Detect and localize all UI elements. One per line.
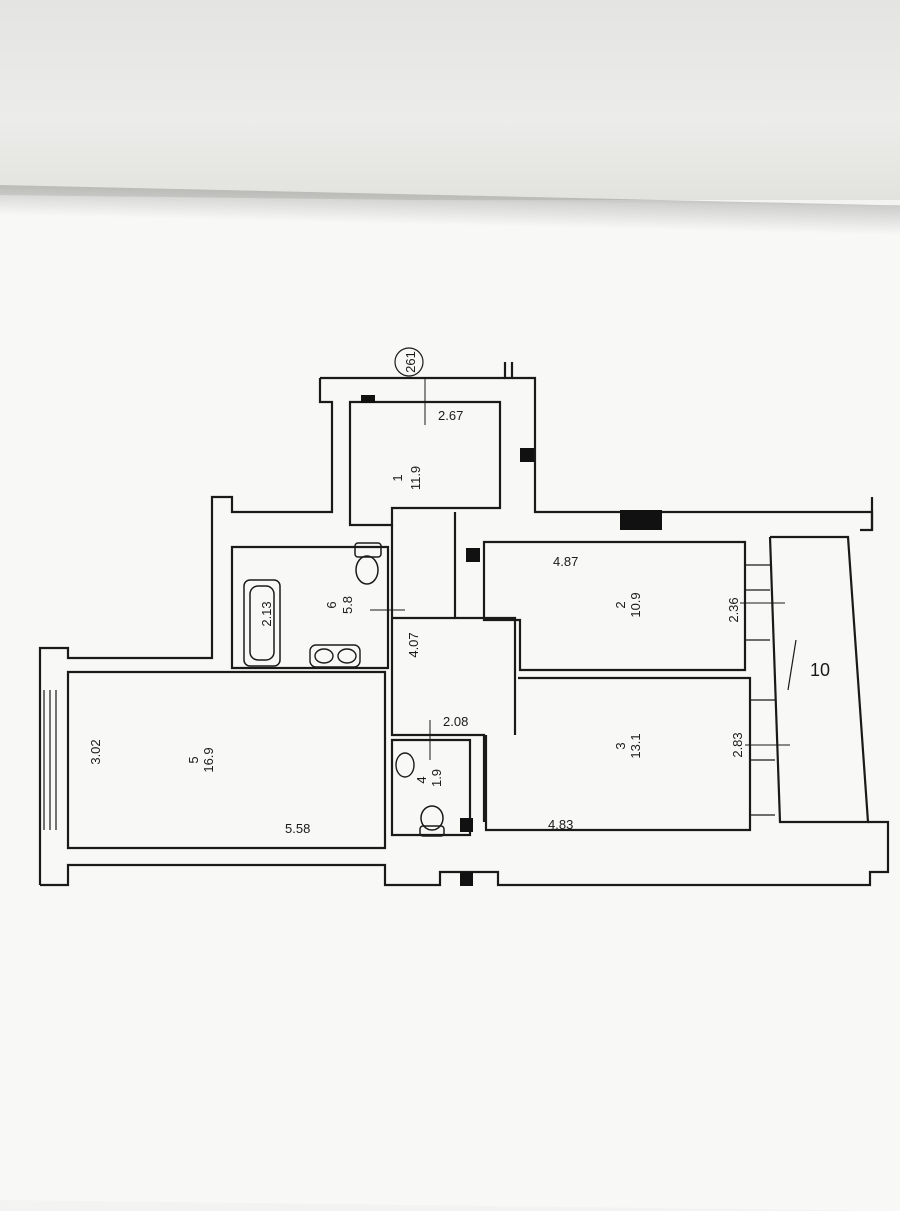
room-5-dimension-b: 5.58 xyxy=(285,821,310,836)
room-1-number: 1 xyxy=(390,474,405,481)
toilet-icon xyxy=(354,542,382,585)
balcony-ticks xyxy=(745,564,797,816)
room-3-dimension-a: 4.83 xyxy=(548,817,573,832)
sink-icon xyxy=(309,644,361,668)
room-2-dimension-a: 4.87 xyxy=(553,554,578,569)
corridor-dimension-a: 4.07 xyxy=(406,632,421,657)
toilet-icon xyxy=(419,805,445,837)
room-1-dimension: 2.67 xyxy=(438,408,463,423)
room-5-dimension-a: 3.02 xyxy=(88,739,103,764)
room-6-number: 6 xyxy=(324,601,339,608)
corridor-dimension-b: 2.08 xyxy=(443,714,468,729)
walls xyxy=(38,362,890,887)
room-5-labels: 3.02 5.58 16.9 5 xyxy=(88,739,310,836)
room-4-number: 4 xyxy=(414,776,429,783)
room-3-number: 3 xyxy=(613,742,628,749)
room-2-area: 10.9 xyxy=(628,592,643,617)
room-6-labels: 2.13 5.8 6 xyxy=(259,596,355,627)
window-room-5 xyxy=(43,690,57,830)
balcony-number: 10 xyxy=(810,660,830,680)
bathtub-icon xyxy=(243,579,281,667)
room-2-dimension-b: 2.36 xyxy=(726,597,741,622)
axis-marker: 261 xyxy=(394,347,424,377)
balcony-labels: 10 xyxy=(810,660,830,680)
room-3-dimension-b: 2.83 xyxy=(730,732,745,757)
room-3-labels: 4.83 2.83 13.1 3 xyxy=(548,732,745,832)
room-1-area: 11.9 xyxy=(408,466,423,490)
room-6-area: 5.8 xyxy=(340,596,355,614)
room-3-area: 13.1 xyxy=(628,733,643,758)
columns xyxy=(361,395,662,886)
dimension-lines xyxy=(370,378,790,760)
wc-sink-icon xyxy=(395,752,415,778)
room-1-labels: 2.67 11.9 1 xyxy=(390,408,463,490)
axis-marker-label: 261 xyxy=(403,351,418,373)
room-5-area: 16.9 xyxy=(201,747,216,772)
background-sheet xyxy=(0,0,900,200)
room-5-number: 5 xyxy=(186,756,201,763)
room-4-area: 1.9 xyxy=(429,769,444,787)
room-4-labels: 1.9 4 xyxy=(414,769,444,787)
room-2-number: 2 xyxy=(613,601,628,608)
room-6-dimension: 2.13 xyxy=(259,601,274,626)
room-2-labels: 4.87 2.36 10.9 2 xyxy=(553,554,741,623)
corridor-labels: 4.07 2.08 xyxy=(406,632,468,729)
